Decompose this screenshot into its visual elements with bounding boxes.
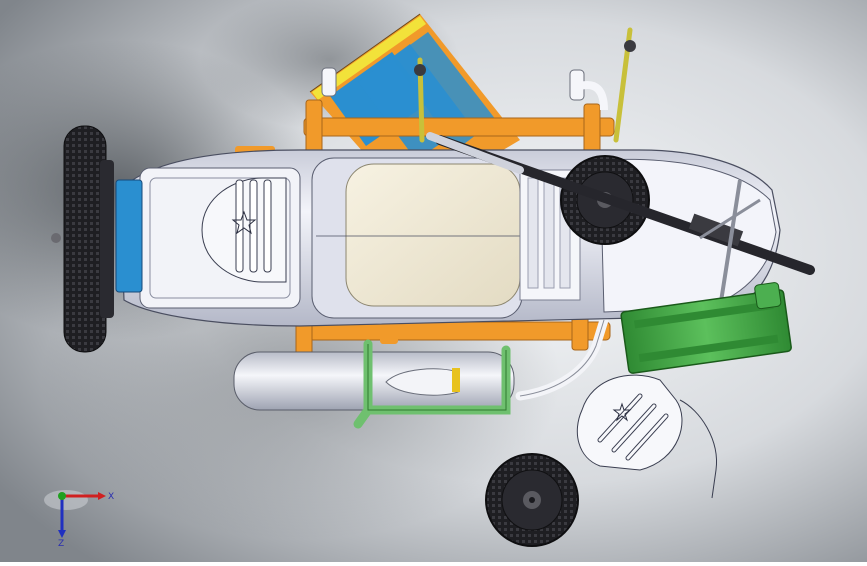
- battery-box: [620, 282, 792, 374]
- z-axis-label: Z: [58, 539, 64, 548]
- front-tire: [51, 125, 114, 353]
- loose-wheel: [485, 453, 579, 547]
- x-axis-label: X: [108, 492, 114, 502]
- side-tank: [233, 351, 515, 411]
- orientation-triad: X Z Y: [44, 478, 124, 549]
- front-bracket: [115, 179, 143, 293]
- engine-cover-emblem: [201, 177, 287, 283]
- machine-gun: [426, 132, 815, 309]
- white-fittings: [321, 67, 608, 111]
- y-axis-dot: [58, 492, 66, 500]
- loose-cover-panel: [576, 374, 718, 499]
